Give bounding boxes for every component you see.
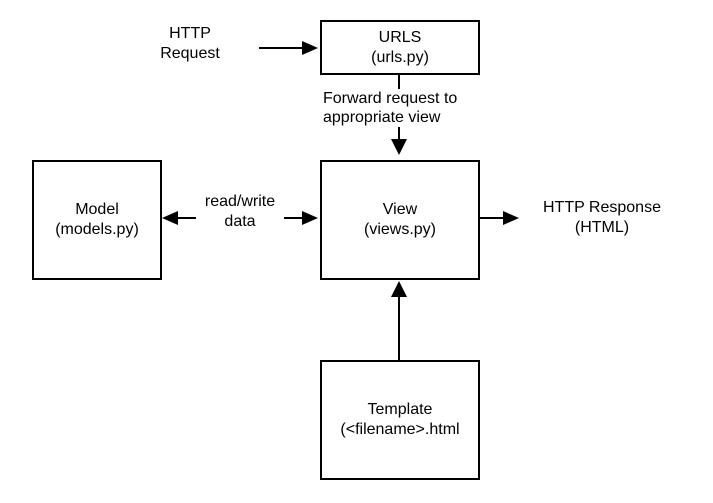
http-response-arrow-head [503,211,519,225]
http-response-label: HTTP Response (HTML) [530,198,674,238]
template-view-arrow-head [391,281,407,297]
node-model-subtitle: (models.py) [55,221,139,238]
http-response-label-line2: (HTML) [574,219,630,236]
node-view-subtitle: (views.py) [363,221,436,238]
read-write-data-label-line2: data [224,213,256,230]
http-request-label-line1: HTTP [169,25,211,42]
node-urls-title: URLS [378,28,422,46]
http-request-arrow-head [302,41,318,55]
model-view-arrow-right-head [302,211,318,225]
node-view: View (views.py) [320,160,480,280]
node-model: Model (models.py) [32,160,162,280]
node-urls-subtitle: (urls.py) [371,48,429,66]
forward-request-label: Forward request to appropriate view [323,89,479,127]
node-model-title: Model [75,201,119,218]
read-write-data-label-line1: read/write [204,193,276,210]
http-response-arrow-shaft [480,217,504,219]
http-request-arrow-shaft [259,47,303,49]
http-request-label: HTTP Request [146,24,234,64]
node-template-subtitle: (<filename>.html [340,421,460,438]
http-response-label-line1: HTTP Response [543,199,661,216]
model-view-arrow-left-head [162,211,178,225]
node-template: Template (<filename>.html [320,360,480,480]
read-write-data-label: read/write data [196,192,284,232]
forward-request-arrow-head [391,139,407,155]
node-template-title: Template [367,401,433,418]
node-view-title: View [382,201,418,218]
forward-request-label-line1: Forward request to [323,90,458,107]
http-request-label-line2: Request [160,45,220,62]
template-view-arrow-shaft [398,296,400,360]
forward-request-label-line2: appropriate view [323,109,441,126]
node-urls: URLS (urls.py) [320,20,480,75]
